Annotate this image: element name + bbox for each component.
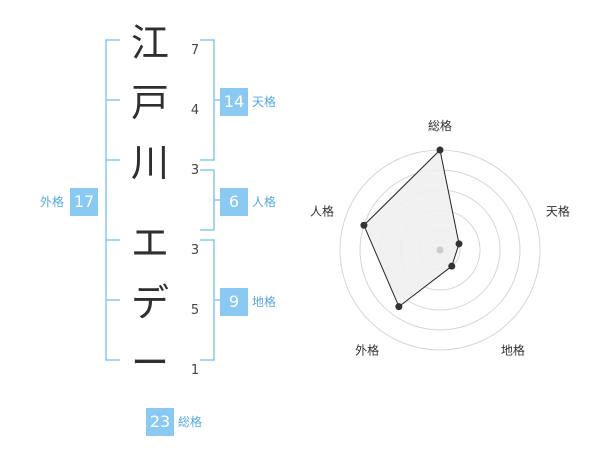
radar-axis-label-5: 人格 <box>310 204 334 219</box>
chikaku-value: 9 <box>220 288 248 316</box>
stroke-count-1: 7 <box>190 43 200 58</box>
radar-area <box>363 148 460 308</box>
radar-axis-label-1: 総格 <box>428 118 452 133</box>
soukaku-badge: 23 総格 <box>146 408 202 436</box>
name-char-5: デ <box>130 281 169 325</box>
outer-bracket-left <box>105 39 120 361</box>
radar-axis-label-2: 天格 <box>546 204 570 219</box>
name-char-4: エ <box>130 221 169 265</box>
stroke-count-3: 3 <box>190 163 200 178</box>
gaikaku-badge: 外格 17 <box>40 188 99 216</box>
radar-point-4 <box>395 303 403 311</box>
radar-point-3 <box>448 262 456 270</box>
chikaku-badge: 9 地格 <box>220 288 276 316</box>
radar-center-dot <box>436 246 444 254</box>
name-char-2: 戸 <box>130 81 169 125</box>
radar-axis-label-4: 外格 <box>355 342 379 357</box>
name-char-6: ー <box>130 341 169 385</box>
stroke-count-4: 3 <box>190 243 200 258</box>
radar-point-1 <box>436 146 444 154</box>
jinkaku-badge: 6 人格 <box>220 188 276 216</box>
tenkaku-badge: 14 天格 <box>220 88 276 116</box>
tenkaku-label: 天格 <box>252 95 277 109</box>
radar-axis-label-3: 地格 <box>501 342 525 357</box>
jinkaku-label: 人格 <box>252 195 277 209</box>
gaikaku-label: 外格 <box>40 195 65 209</box>
name-char-3: 川 <box>130 141 169 185</box>
stroke-count-6: 1 <box>190 363 200 378</box>
radar-point-2 <box>455 240 463 248</box>
jinkaku-value: 6 <box>220 188 248 216</box>
stroke-count-5: 5 <box>190 303 200 318</box>
radar-point-5 <box>360 221 368 229</box>
soukaku-label: 総格 <box>178 415 203 429</box>
gaikaku-value: 17 <box>70 188 99 216</box>
name-char-1: 江 <box>130 21 169 65</box>
soukaku-value: 23 <box>146 408 174 436</box>
chikaku-label: 地格 <box>252 295 277 309</box>
stroke-count-2: 4 <box>190 103 200 118</box>
tenkaku-value: 14 <box>220 88 248 116</box>
